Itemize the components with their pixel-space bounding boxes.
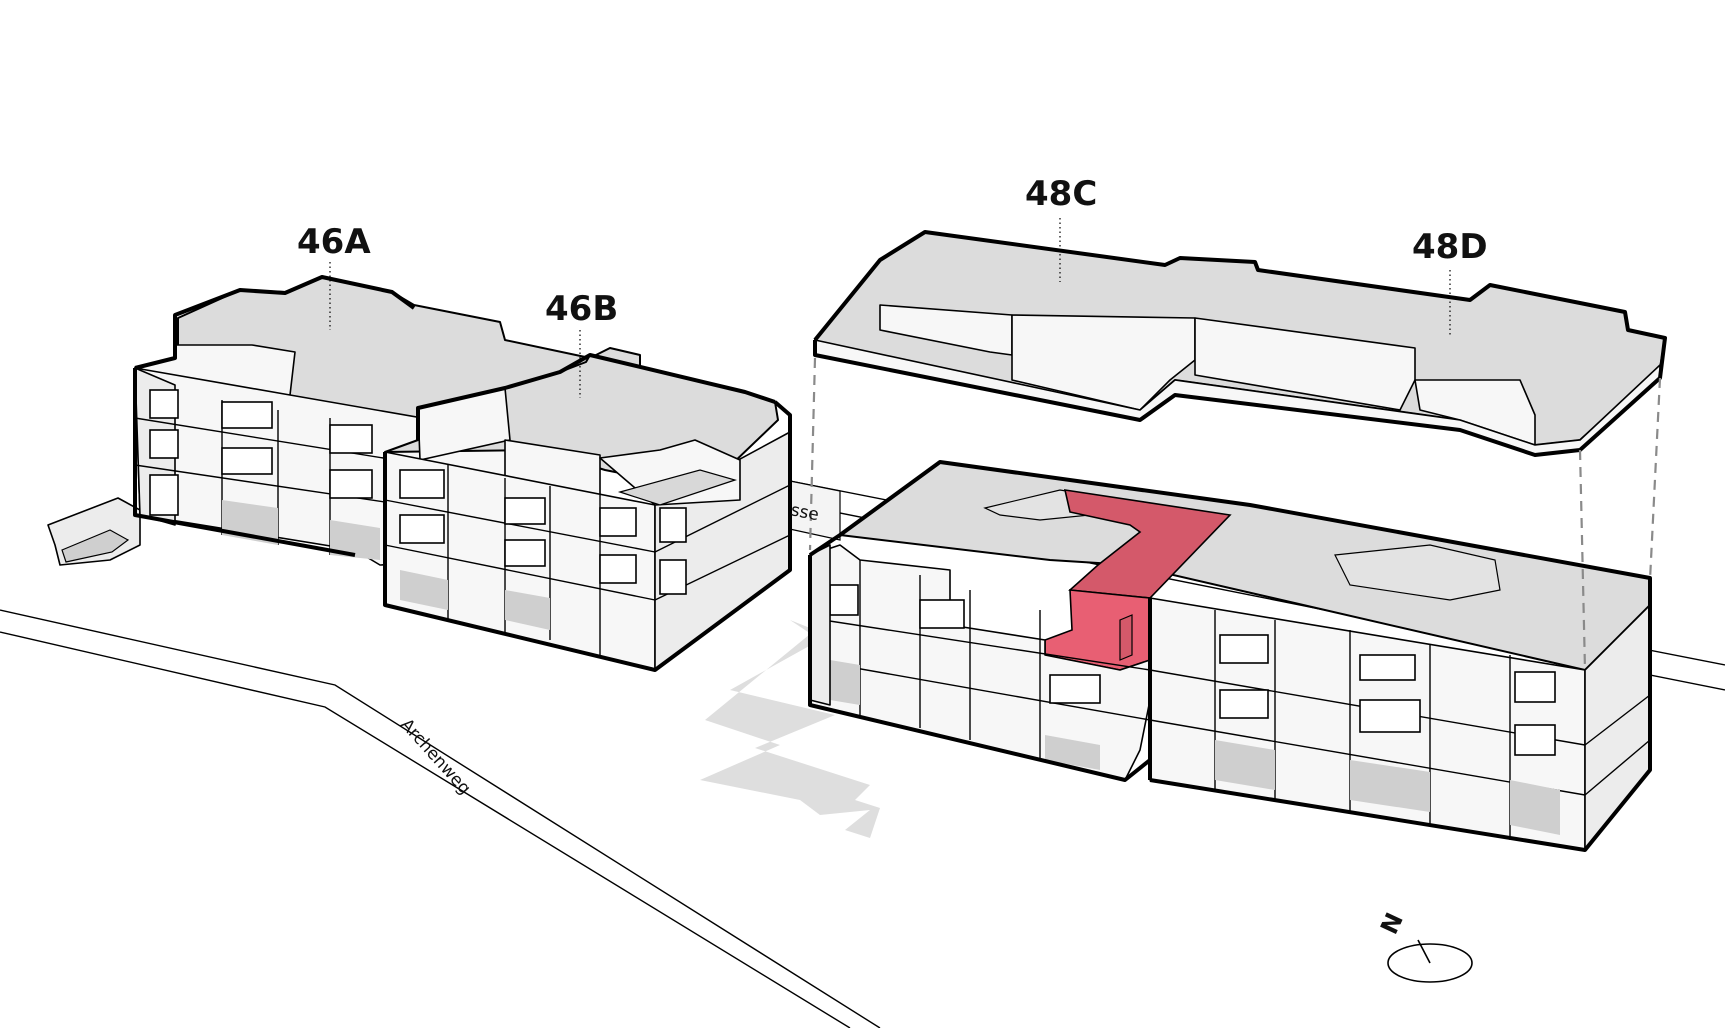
label-48d: 48D: [1412, 227, 1488, 267]
label-46a: 46A: [297, 222, 371, 262]
projection-lines: [808, 357, 1662, 671]
building-48cd-top-floor: [813, 230, 1667, 457]
building-46a: [47, 275, 641, 566]
path-shadow: [700, 620, 880, 838]
label-leaders: [329, 218, 1451, 398]
street-label-archenweg: Archenweg: [396, 715, 474, 799]
label-48c: 48C: [1025, 174, 1097, 214]
highlighted-unit: [1044, 489, 1232, 671]
north-letter: N: [1375, 908, 1409, 938]
north-arrow: N: [1375, 908, 1473, 983]
building-46b: [383, 353, 792, 672]
building-48cd-lower: [808, 460, 1652, 852]
label-46b: 46B: [545, 289, 618, 329]
